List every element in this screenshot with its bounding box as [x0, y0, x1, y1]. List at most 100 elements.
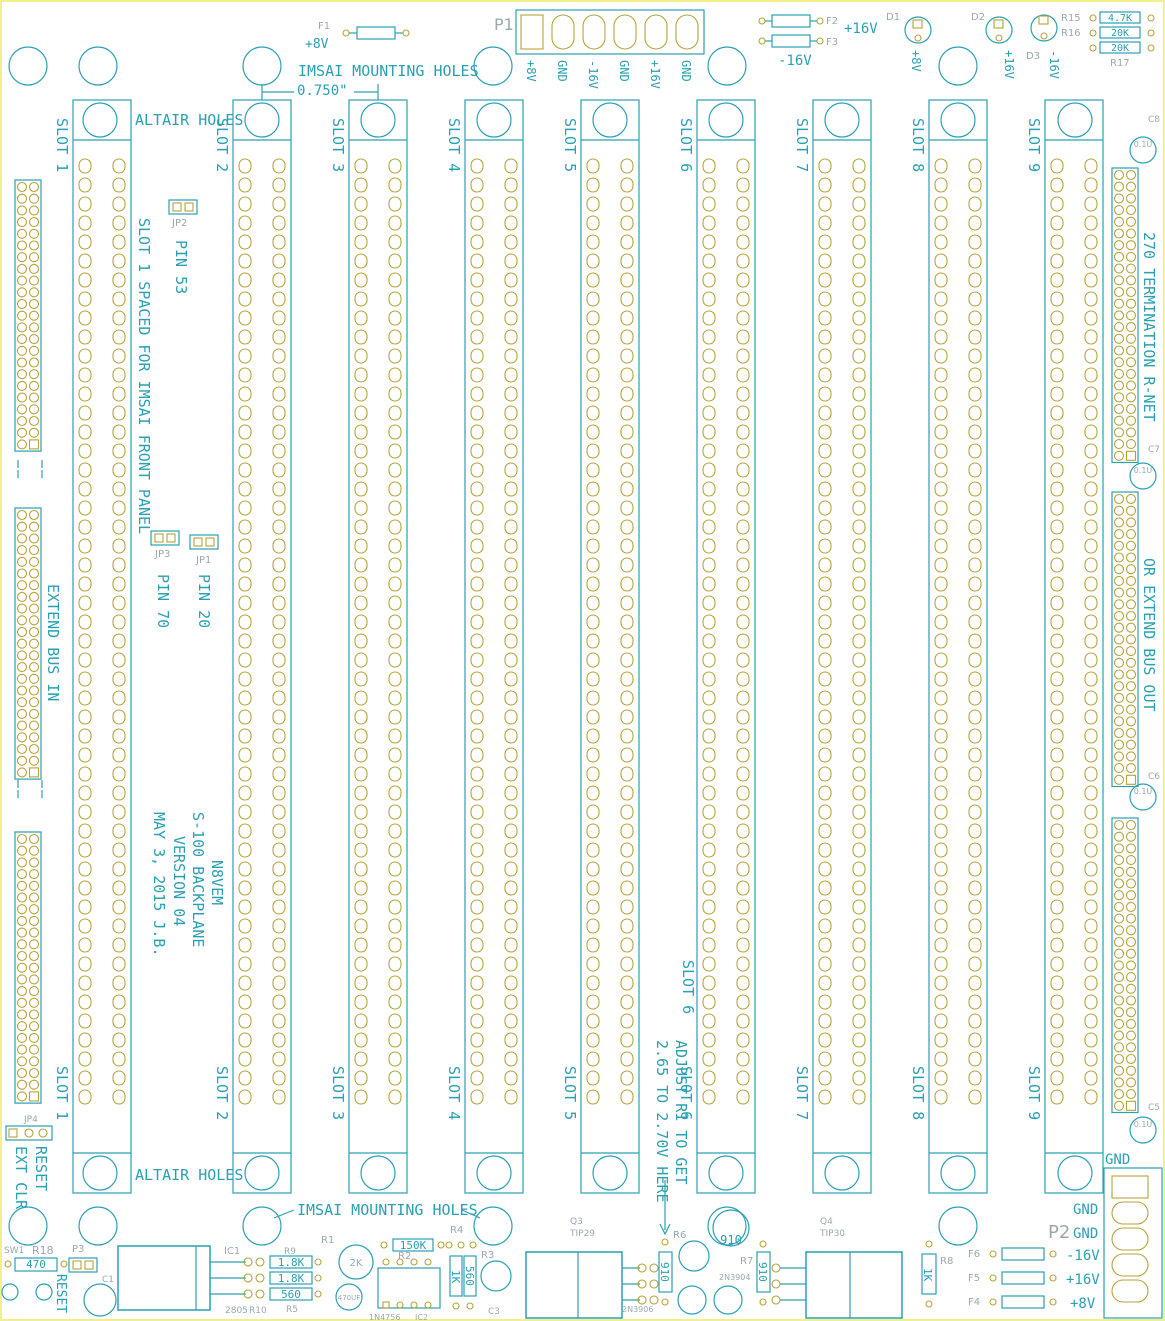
connector-pin	[1050, 272, 1064, 288]
connector-pin	[586, 291, 600, 307]
altair-hole	[244, 102, 280, 138]
connector-pin	[1084, 690, 1098, 706]
f4-refdes: F4	[968, 1297, 980, 1308]
header-pin	[1125, 251, 1137, 262]
connector-pin	[818, 386, 832, 402]
connector-pin	[852, 804, 866, 820]
header-pin	[1113, 1007, 1125, 1018]
connector-pin	[388, 1013, 402, 1029]
imsai-holes-label-bottom: IMSAI MOUNTING HOLES	[297, 1201, 478, 1219]
connector-pin	[934, 424, 948, 440]
p2-pin	[1111, 1201, 1149, 1225]
header-pin	[1125, 403, 1137, 415]
connector-pin	[1050, 918, 1064, 934]
connector-pin	[1050, 747, 1064, 763]
connector-pin	[1050, 994, 1064, 1010]
connector-pin	[620, 538, 634, 554]
header-pin	[1125, 193, 1137, 204]
header-pin	[16, 1056, 28, 1067]
jp1-refdes: JP1	[195, 555, 211, 566]
connector-pin	[388, 652, 402, 668]
connector-pin	[470, 272, 484, 288]
connector-pin	[934, 367, 948, 383]
connector-pin	[852, 937, 866, 953]
connector-pin	[1050, 1070, 1064, 1086]
trimpot-r1	[338, 1244, 374, 1280]
header-pin	[28, 732, 40, 743]
connector-pin	[112, 633, 126, 649]
connector-pin	[272, 880, 286, 896]
connector-pin	[818, 861, 832, 877]
header-pin	[1125, 216, 1137, 227]
connector-pin	[272, 709, 286, 725]
header-pin	[1125, 925, 1137, 936]
connector-pin	[586, 728, 600, 744]
connector-pin	[354, 975, 368, 991]
connector-pin	[238, 272, 252, 288]
connector-pin	[78, 557, 92, 573]
header-pin	[16, 310, 28, 321]
header-pin	[1125, 622, 1137, 633]
connector-pin	[238, 956, 252, 972]
header-pin	[1113, 517, 1125, 528]
connector-pin	[354, 747, 368, 763]
connector-pin	[272, 557, 286, 573]
connector-pin	[388, 462, 402, 478]
connector-pin	[586, 1051, 600, 1067]
dimension-gap	[294, 82, 354, 98]
connector-pin	[702, 443, 716, 459]
connector-pin	[388, 329, 402, 345]
resistor-r4	[449, 1255, 463, 1297]
connector-pin	[818, 234, 832, 250]
connector-pin	[968, 253, 982, 269]
capacitor-c6	[1129, 783, 1157, 811]
connector-pin	[238, 538, 252, 554]
connector-pin	[736, 481, 750, 497]
connector-pin	[702, 291, 716, 307]
connector-pin	[470, 614, 484, 630]
connector-pin	[78, 158, 92, 174]
resistor-r3b	[463, 1255, 477, 1297]
connector-pin	[934, 823, 948, 839]
connector-pin	[818, 633, 832, 649]
connector-pin	[504, 956, 518, 972]
connector-pin	[78, 424, 92, 440]
connector-pin	[586, 519, 600, 535]
connector-pin	[1084, 443, 1098, 459]
connector-pin	[470, 804, 484, 820]
header-pin	[16, 962, 28, 973]
connector-pin	[620, 481, 634, 497]
altair-hole	[360, 102, 396, 138]
connector-pin	[736, 633, 750, 649]
header-pin	[1125, 1030, 1137, 1041]
connector-pin	[272, 500, 286, 516]
p2-pin	[1111, 1227, 1149, 1251]
header-pin	[16, 685, 28, 696]
connector-pin	[238, 728, 252, 744]
c7-value: 0.1U	[1134, 466, 1153, 475]
connector-pin	[470, 595, 484, 611]
header-pin	[1125, 298, 1137, 309]
connector-pin	[388, 1051, 402, 1067]
header-pin	[16, 205, 28, 216]
f3-voltage: -16V	[778, 53, 812, 69]
header-pin	[1113, 716, 1125, 727]
header-pin	[1125, 843, 1137, 854]
connector-pin	[78, 804, 92, 820]
r8-value: 1K	[921, 1268, 934, 1282]
header-pin	[16, 857, 28, 868]
connector-pin	[1050, 1089, 1064, 1105]
resistor-r9	[269, 1255, 313, 1269]
connector-pin	[504, 443, 518, 459]
connector-pin	[504, 196, 518, 212]
header-pin	[1125, 427, 1137, 438]
connector-pin	[470, 918, 484, 934]
connector-pin	[470, 557, 484, 573]
connector-pin	[620, 196, 634, 212]
connector-pin	[272, 861, 286, 877]
connector-pin	[1084, 1032, 1098, 1048]
connector-pin	[1084, 785, 1098, 801]
mounting-hole	[473, 46, 513, 86]
altair-hole	[476, 1155, 512, 1191]
